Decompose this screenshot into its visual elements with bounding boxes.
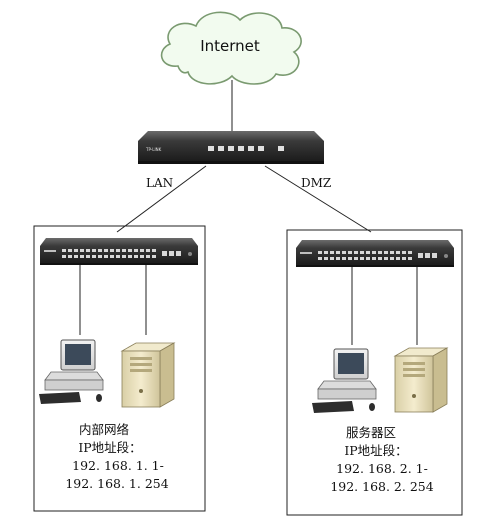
dmz-ip-start: 192. 168. 2. 1-	[336, 461, 428, 476]
lan-link	[116, 165, 207, 233]
router-brand: TP-LINK	[145, 147, 162, 152]
dmz-link	[264, 165, 372, 233]
dmz-link-label: DMZ	[301, 176, 331, 190]
lan-link-label: LAN	[146, 176, 173, 190]
cloud-icon: Internet	[160, 11, 302, 85]
internal-network-zone	[33, 225, 206, 512]
dmz-zone-caption: 服务器区 IP地址段： 192. 168. 2. 1- 192. 168. 2.…	[330, 425, 433, 494]
internal-ip-start: 192. 168. 1. 1-	[72, 458, 164, 473]
dmz-zone-name: 服务器区	[346, 425, 396, 440]
desktop-pc-icon	[39, 339, 104, 404]
internal-ip-heading: IP地址段：	[78, 440, 141, 455]
switch-icon	[296, 240, 454, 267]
switch-icon	[40, 238, 198, 265]
router-icon: TP-LINK	[138, 131, 324, 164]
internal-zone-caption: 内部网络 IP地址段： 192. 168. 1. 1- 192. 168. 1.…	[65, 422, 168, 491]
tower-server-icon	[393, 347, 449, 413]
dmz-ip-end: 192. 168. 2. 254	[330, 479, 433, 494]
link-lines	[79, 80, 418, 345]
cloud-label: Internet	[200, 37, 260, 55]
dmz-server-zone	[286, 229, 463, 516]
desktop-pc-icon	[312, 348, 377, 413]
internal-ip-end: 192. 168. 1. 254	[65, 476, 168, 491]
internal-zone-name: 内部网络	[79, 422, 130, 437]
tower-server-icon	[120, 342, 176, 408]
dmz-ip-heading: IP地址段：	[344, 443, 407, 458]
